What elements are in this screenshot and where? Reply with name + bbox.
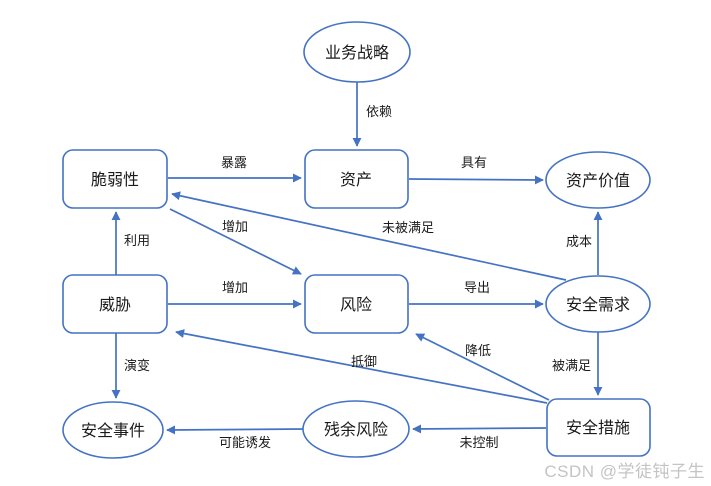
node-asset-label: 资产 bbox=[340, 171, 372, 189]
edge-uncontrolled-line bbox=[412, 424, 547, 434]
node-threat-shape bbox=[62, 274, 168, 334]
edge-met-label: 被满足 bbox=[552, 358, 591, 373]
node-asset-shape bbox=[304, 149, 409, 209]
edge-cost-label: 成本 bbox=[566, 234, 592, 249]
node-asset: 资产 bbox=[304, 149, 409, 209]
edge-increases-from-vulnerability-line bbox=[169, 208, 302, 275]
csdn-watermark: CSDN @学徒钝子生 bbox=[544, 462, 705, 481]
node-threat: 威胁 bbox=[62, 274, 168, 334]
edge-increases-from-threat-label: 增加 bbox=[222, 280, 248, 295]
edge-resists-label: 抵御 bbox=[351, 354, 377, 369]
node-risk: 风险 bbox=[304, 274, 409, 334]
edge-has-line bbox=[408, 175, 544, 185]
edge-may-trigger-label: 可能诱发 bbox=[219, 435, 271, 450]
node-threat-label: 威胁 bbox=[99, 296, 131, 314]
edge-unmet-line bbox=[171, 191, 567, 281]
node-asset-value: 资产价值 bbox=[545, 151, 651, 209]
node-residual-risk: 残余风险 bbox=[302, 400, 410, 458]
edge-reduces-label: 降低 bbox=[465, 343, 491, 358]
node-security-incident-label: 安全事件 bbox=[81, 422, 145, 440]
node-security-incident: 安全事件 bbox=[62, 401, 164, 459]
node-vulnerability: 脆弱性 bbox=[62, 149, 168, 209]
node-vulnerability-shape bbox=[62, 149, 168, 209]
node-risk-label: 风险 bbox=[340, 296, 372, 314]
node-security-measure-label: 安全措施 bbox=[566, 419, 630, 437]
node-security-requirement: 安全需求 bbox=[545, 275, 651, 333]
node-security-requirement-shape bbox=[545, 275, 651, 333]
edge-may-trigger-line bbox=[166, 425, 305, 435]
node-asset-value-label: 资产价值 bbox=[566, 172, 630, 190]
node-security-requirement-label: 安全需求 bbox=[566, 296, 630, 314]
edge-reduces-line bbox=[415, 333, 550, 401]
edge-evolves-label: 演变 bbox=[124, 358, 150, 373]
node-security-measure-shape bbox=[546, 398, 651, 457]
edges-layer bbox=[111, 82, 603, 435]
edge-exploits-label: 利用 bbox=[124, 233, 150, 248]
edge-depends-label: 依赖 bbox=[366, 104, 392, 119]
node-vulnerability-label: 脆弱性 bbox=[91, 171, 139, 189]
edge-has-label: 具有 bbox=[461, 155, 487, 170]
node-asset-value-shape bbox=[545, 151, 651, 209]
node-security-incident-shape bbox=[62, 401, 164, 459]
node-business-strategy-shape bbox=[303, 21, 411, 83]
node-security-measure: 安全措施 bbox=[546, 398, 651, 457]
edge-resists-line bbox=[175, 329, 548, 404]
edge-exposes-label: 暴露 bbox=[221, 155, 247, 170]
node-business-strategy: 业务战略 bbox=[303, 21, 411, 83]
edge-uncontrolled-label: 未控制 bbox=[459, 435, 498, 450]
edge-increases-from-vulnerability-label: 增加 bbox=[222, 219, 248, 234]
edge-unmet-label: 未被满足 bbox=[382, 220, 434, 235]
node-risk-shape bbox=[304, 274, 409, 334]
node-residual-risk-shape bbox=[302, 400, 410, 458]
node-business-strategy-label: 业务战略 bbox=[325, 44, 389, 62]
nodes-layer: 业务战略 脆弱性 资产 资产价值 威胁 风险 bbox=[62, 21, 651, 459]
edge-labels-layer: 依赖 暴露 具有 利用 增加 未被满足 成本 增加 导出 降低 抵御 被满足 演… bbox=[124, 104, 592, 450]
node-residual-risk-label: 残余风险 bbox=[324, 420, 388, 439]
edge-derives-label: 导出 bbox=[464, 280, 490, 295]
